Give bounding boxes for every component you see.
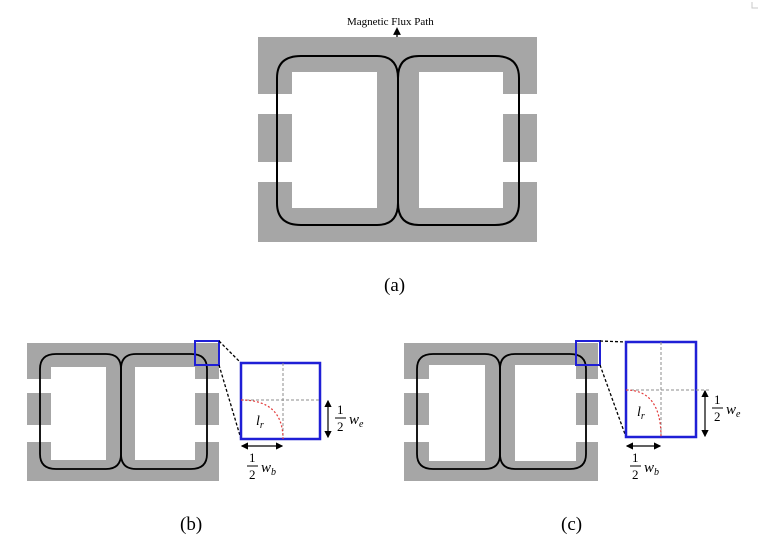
svg-text:wb: wb [644,460,659,478]
zoom-detail-box-b [239,361,322,441]
svg-text:2: 2 [337,419,344,434]
we-label-c: 1 2 we [712,392,741,424]
caption-b: (b) [180,514,202,535]
flux-path-left-loop-c [416,353,501,470]
zoom-leader-bottom-c [599,364,627,438]
flux-path-right-loop-b [120,353,208,470]
svg-text:2: 2 [632,467,639,482]
zoom-leader-top-b [218,340,242,364]
svg-text:2: 2 [249,467,256,482]
corner-radius-arc-b [240,399,284,440]
svg-text:1: 1 [632,450,639,465]
caption-a: (a) [384,275,405,296]
svg-text:1: 1 [714,392,721,407]
svg-text:wb: wb [261,460,276,478]
svg-text:1: 1 [337,402,344,417]
flux-path-right-loop-c [499,353,587,470]
diagram-c: lr 1 2 we 1 2 wb (c) [404,340,741,535]
zoom-leader-top-c [599,340,627,343]
corner-radius-arc-c [625,389,662,438]
zoom-region-marker-c [575,340,601,366]
flux-path-title: Magnetic Flux Path [347,16,434,28]
lr-label-b: lr [256,414,264,431]
lr-label-c: lr [637,405,645,422]
transformer-core-c [404,343,598,481]
flux-path-left-loop-a [276,55,399,226]
diagram-b: lr 1 2 we 1 2 wb (b) [27,340,364,535]
flux-path-left-loop-b [39,353,122,470]
svg-text:2: 2 [714,409,721,424]
flux-path-right-loop-a [397,55,520,226]
wb-label-b: 1 2 wb [247,450,276,482]
svg-text:we: we [726,402,741,420]
caption-c: (c) [561,514,582,535]
we-label-b: 1 2 we [335,402,364,434]
zoom-region-marker-b [194,340,220,366]
diagram-a: Magnetic Flux Path (a) [258,16,537,296]
zoom-leader-bottom-b [218,364,242,440]
svg-text:1: 1 [249,450,256,465]
wb-label-c: 1 2 wb [630,450,659,482]
page-corner-mark [751,2,758,9]
transformer-core-b [27,343,219,481]
svg-text:we: we [349,412,364,430]
